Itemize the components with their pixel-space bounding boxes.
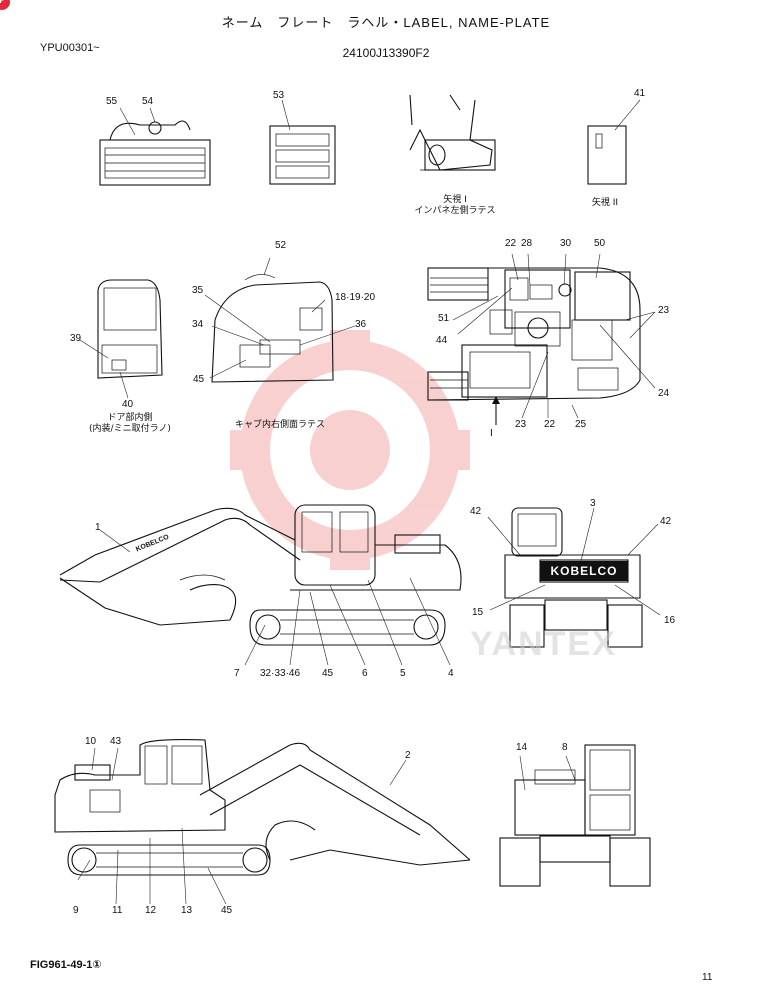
- figure-number: FIG961-49-1①: [30, 959, 102, 971]
- page-number: 11: [702, 972, 713, 983]
- kobelco-rear-plate: KOBELCO: [540, 561, 628, 581]
- callout-5: 5: [400, 668, 406, 679]
- callout-7: 7: [234, 668, 240, 679]
- arrow-i-label: I: [490, 428, 493, 439]
- door-caption: ドア部内側 (内装/ミニ取付ラノ): [80, 413, 180, 435]
- box-view-drawing: [587, 99, 641, 185]
- callout-35: 35: [192, 285, 204, 296]
- callout-13: 13: [181, 905, 193, 916]
- part-number: 24100J13390F2: [342, 46, 430, 60]
- callout-34: 34: [192, 319, 204, 330]
- excavator-side-view-drawing: [59, 504, 462, 666]
- cab-side-caption: キャブ内右側面ラテス: [234, 420, 325, 430]
- callout-6: 6: [362, 668, 368, 679]
- seat-view-caption-line2: インパネ左側ラテス: [414, 206, 496, 216]
- callout-41: 41: [634, 88, 646, 99]
- callout-18-19-20: 18·19·20: [335, 292, 376, 303]
- callout-52: 52: [275, 240, 287, 251]
- watermark-text: YANTEX: [470, 625, 617, 663]
- callout-11: 11: [112, 905, 123, 916]
- callout-42-left: 42: [470, 506, 482, 517]
- serial-range: YPU00301~: [40, 42, 100, 54]
- corner-badge-icon: [0, 0, 10, 10]
- callout-44: 44: [436, 335, 448, 346]
- callout-53: 53: [273, 90, 285, 101]
- callout-12: 12: [145, 905, 157, 916]
- callout-30: 30: [560, 238, 572, 249]
- callout-45-cab: 45: [193, 374, 205, 385]
- excavator-front-view-drawing: [499, 744, 651, 887]
- callout-39: 39: [70, 333, 82, 344]
- callout-50: 50: [594, 238, 606, 249]
- cab-side-drawing: [204, 257, 356, 383]
- callout-42-right: 42: [660, 516, 672, 527]
- callout-43: 43: [110, 736, 122, 747]
- callout-22-plan-bottom: 22: [544, 419, 556, 430]
- control-panel-drawing: [269, 99, 336, 185]
- seat-view-drawing: [409, 94, 496, 171]
- callout-14: 14: [516, 742, 528, 753]
- callout-23-plan-right: 23: [658, 305, 670, 316]
- engine-radiator-drawing: [99, 107, 211, 186]
- upper-body-plan-drawing: [427, 253, 656, 425]
- callout-54: 54: [142, 96, 154, 107]
- callout-45-bottom: 45: [221, 905, 233, 916]
- callout-28: 28: [521, 238, 533, 249]
- callout-32-33-46: 32·33·46: [260, 668, 301, 679]
- door-caption-line2: (内装/ミニ取付ラノ): [89, 424, 171, 434]
- page-title: ネーム フレート ラヘル・LABEL, NAME-PLATE: [221, 15, 551, 30]
- seat-view-caption-line1: 矢視 I: [443, 195, 467, 205]
- callout-40: 40: [122, 399, 134, 410]
- callout-55: 55: [106, 96, 118, 107]
- callout-10: 10: [85, 736, 97, 747]
- callout-1: 1: [95, 522, 101, 533]
- watermark-gear-icon: [230, 330, 470, 570]
- door-caption-line1: ドア部内側: [107, 413, 153, 423]
- callout-4: 4: [448, 668, 454, 679]
- callout-16: 16: [664, 615, 676, 626]
- callout-51: 51: [438, 313, 450, 324]
- callout-15: 15: [472, 607, 484, 618]
- seat-view-caption: 矢視 I インパネ左側ラテス: [400, 195, 510, 217]
- callout-23-plan-bottom: 23: [515, 419, 527, 430]
- callout-8: 8: [562, 742, 568, 753]
- excavator-left-view-drawing: [54, 739, 471, 905]
- excavator-rear-view-drawing: [487, 507, 661, 648]
- door-drawing: [79, 279, 163, 399]
- callout-2: 2: [405, 750, 411, 761]
- callout-3: 3: [590, 498, 596, 509]
- callout-45-side: 45: [322, 668, 334, 679]
- callout-9: 9: [73, 905, 79, 916]
- box-view-caption: 矢視 II: [591, 198, 619, 208]
- callout-24: 24: [658, 388, 670, 399]
- callout-25: 25: [575, 419, 587, 430]
- callout-36: 36: [355, 319, 367, 330]
- callout-22-plan: 22: [505, 238, 517, 249]
